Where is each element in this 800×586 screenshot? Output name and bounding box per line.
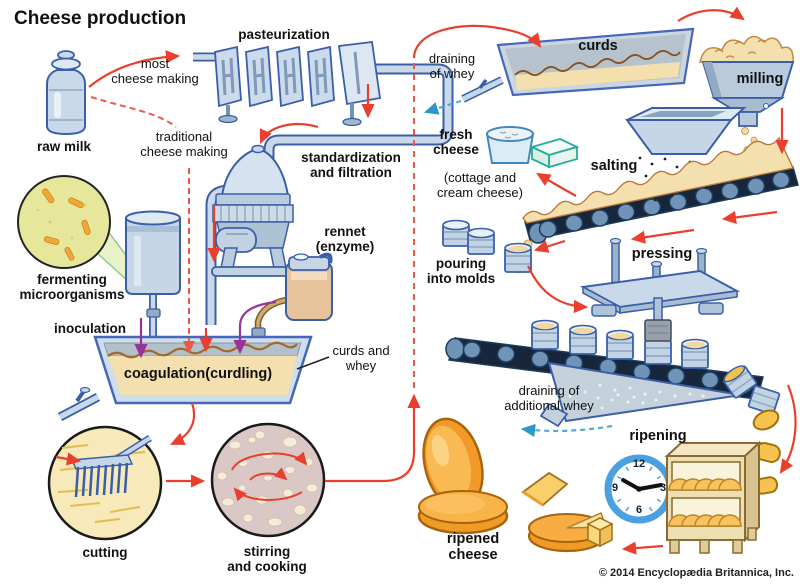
diagram-title: Cheese production: [14, 8, 187, 29]
label-milling: milling: [736, 71, 784, 87]
label-stirring-cooking: stirring and cooking: [227, 544, 307, 575]
whey-tray: [539, 361, 742, 428]
press-machine: [579, 237, 741, 342]
label-pouring-into-molds: pouring into molds: [426, 256, 496, 287]
label-most-cheese-making: most cheese making: [111, 56, 199, 86]
pasteurizer-machine: [214, 41, 382, 127]
empty-molds: [442, 219, 532, 273]
ripening-clock: [604, 454, 674, 524]
filled-molds: [531, 319, 709, 369]
culture-circle: [17, 175, 111, 269]
copyright-notice: © 2014 Encyclopædia Britannica, Inc.: [598, 567, 794, 579]
label-cottage-cream: (cottage and cream cheese): [437, 170, 523, 200]
cream-cheese-block: [529, 138, 580, 169]
clock-number-3: 3: [659, 482, 667, 494]
label-pasteurization: pasteurization: [238, 27, 330, 42]
label-raw-milk: raw milk: [36, 139, 92, 154]
label-rennet: rennet (enzyme): [315, 224, 375, 255]
raw-milk-can: [46, 50, 86, 136]
separator-machine: [211, 144, 299, 277]
clock-number-6: 6: [635, 504, 643, 516]
coagulation-vat: [57, 335, 330, 421]
salting-conveyor: [514, 136, 799, 274]
label-fresh-cheese: fresh cheese: [433, 127, 479, 158]
salting-hopper: [625, 107, 747, 199]
label-ripening: ripening: [629, 428, 687, 444]
fresh-cheese-tub: [485, 126, 535, 164]
culture-tank: [125, 210, 181, 295]
ripened-cheese-wheels: [417, 417, 614, 553]
stirring-circle: [210, 422, 326, 538]
demolding-cheeses: [722, 365, 781, 495]
label-draining-of-whey: draining of whey: [428, 51, 476, 81]
label-pressing: pressing: [631, 246, 693, 262]
label-inoculation: inoculation: [54, 321, 126, 336]
label-curds-and-whey: curds and whey: [332, 343, 390, 373]
label-draining-additional-whey: draining of additional whey: [504, 383, 594, 413]
cutting-circle: [47, 425, 163, 541]
curds-trough: [461, 27, 695, 103]
flow-arrows: [88, 6, 797, 555]
label-cutting: cutting: [82, 545, 128, 560]
ripening-shelf: [664, 440, 762, 554]
rennet-jug: [251, 252, 333, 348]
label-curds: curds: [578, 38, 618, 54]
label-standardization-filtration: standardization and filtration: [301, 150, 401, 181]
label-salting: salting: [590, 158, 638, 174]
label-fermenting-microorganisms: fermenting microorganisms: [19, 272, 125, 303]
label-traditional-cheese-making: traditional cheese making: [140, 129, 228, 159]
clock-number-9: 9: [611, 482, 619, 494]
clock-number-12: 12: [632, 458, 646, 470]
label-coagulation: coagulation(curdling): [123, 366, 273, 382]
label-ripened-cheese: ripened cheese: [446, 531, 500, 564]
